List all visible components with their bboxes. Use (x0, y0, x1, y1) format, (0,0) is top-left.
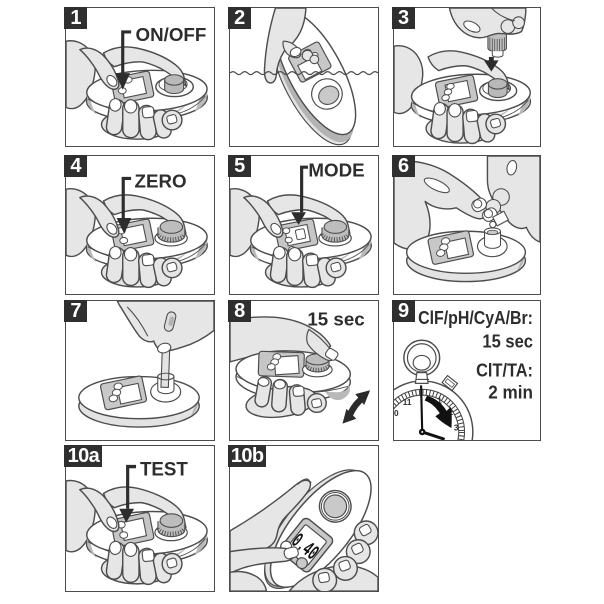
svg-text:3: 3 (453, 423, 458, 433)
svg-text:11: 11 (402, 397, 411, 407)
svg-text:MODE: MODE (308, 160, 364, 181)
svg-text:0: 0 (394, 408, 399, 418)
svg-text:ClF/pH/CyA/Br:: ClF/pH/CyA/Br: (418, 307, 533, 328)
svg-text:ClT/TA:: ClT/TA: (476, 360, 533, 381)
svg-text:2 min: 2 min (488, 382, 533, 403)
svg-text:15 sec: 15 sec (307, 309, 364, 330)
svg-text:1: 1 (437, 396, 442, 406)
svg-text:ZERO: ZERO (135, 171, 187, 192)
svg-text:TEST: TEST (140, 459, 188, 480)
svg-text:15 sec: 15 sec (482, 331, 533, 352)
svg-text:ON/OFF: ON/OFF (136, 24, 207, 45)
